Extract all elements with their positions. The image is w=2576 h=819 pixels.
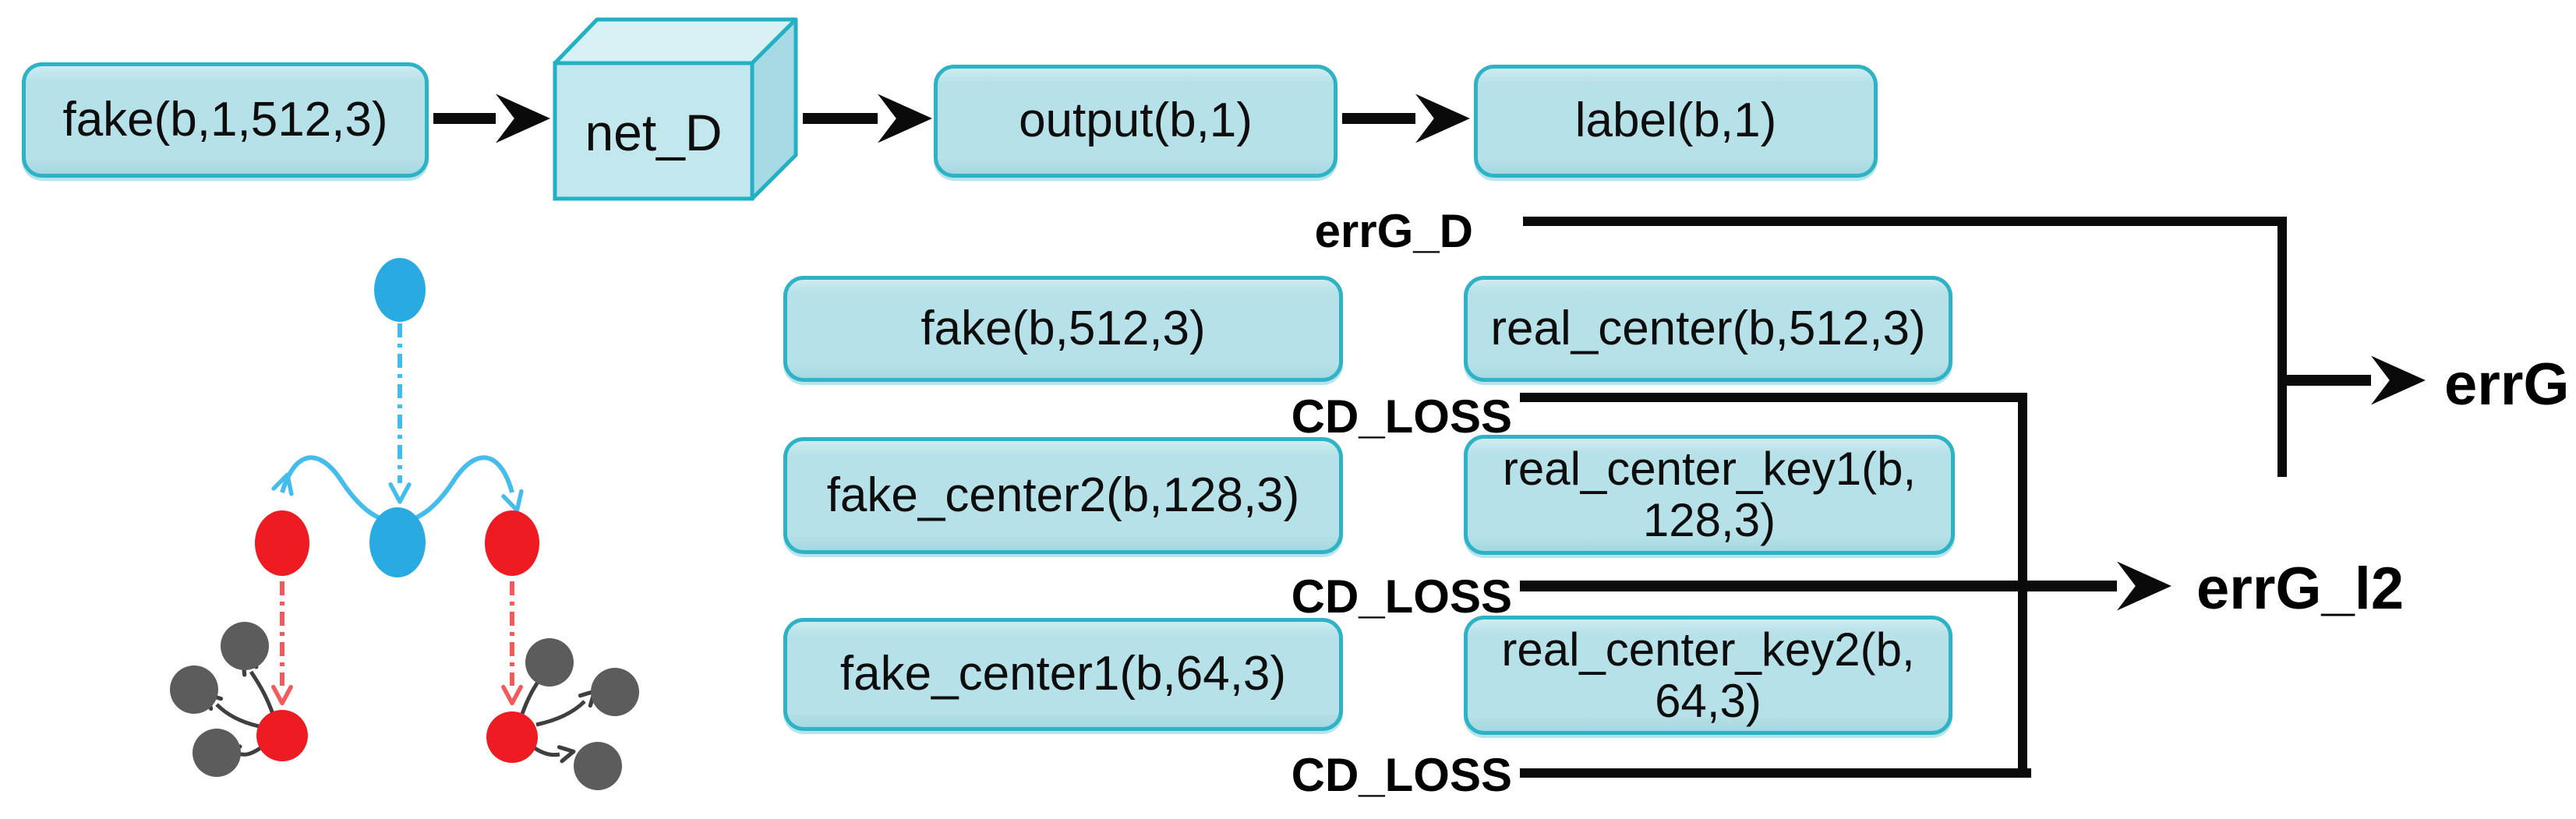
box-real-center-key2: real_center_key2(b, 64,3)	[1464, 616, 1952, 735]
cd-loss-connector	[1520, 393, 2027, 773]
box-label: output(b,1)	[1019, 94, 1253, 148]
flow-arrows	[433, 94, 2426, 611]
box-fake-input: fake(b,1,512,3)	[22, 62, 429, 178]
gray-node-left-bottom	[193, 729, 241, 777]
red-node-low-left	[256, 710, 308, 761]
gray-edge-left-top	[241, 658, 275, 715]
box-label: real_center(b,512,3)	[1490, 301, 1926, 355]
box-label: fake_center2(b,128,3)	[826, 468, 1300, 522]
gray-node-right-bottom	[574, 742, 622, 790]
red-node-low-right	[486, 711, 538, 763]
box-label-b1: label(b,1)	[1474, 65, 1878, 178]
errg-d-connector	[1523, 217, 2287, 477]
gray-edge-right-mid	[535, 689, 597, 727]
box-label: real_center_key1(b, 128,3)	[1502, 443, 1917, 546]
label-errg-d: errG_D	[1314, 205, 1473, 257]
label-cd-loss-3: CD_LOSS	[1291, 749, 1512, 801]
red-node-mid-left	[255, 510, 309, 576]
netd-cube	[553, 17, 798, 201]
gray-node-left-top	[221, 622, 269, 670]
box-label: fake(b,512,3)	[921, 301, 1206, 355]
point-hierarchy-graph	[170, 258, 639, 790]
box-fake-center1: fake_center1(b,64,3)	[783, 618, 1343, 731]
label-cd-loss-2: CD_LOSS	[1291, 570, 1512, 623]
box-fake-512: fake(b,512,3)	[783, 276, 1343, 382]
box-label: fake_center1(b,64,3)	[839, 647, 1287, 701]
gray-node-right-top	[525, 638, 574, 687]
gray-node-right-mid	[591, 668, 639, 716]
box-real-center-key1: real_center_key1(b, 128,3)	[1464, 435, 1955, 555]
red-node-mid-right	[485, 510, 539, 576]
box-output: output(b,1)	[934, 65, 1337, 178]
label-cd-loss-1: CD_LOSS	[1291, 390, 1512, 443]
box-label: real_center_key2(b, 64,3)	[1501, 623, 1915, 727]
gray-edge-left-mid	[204, 692, 260, 729]
box-label: fake(b,1,512,3)	[62, 92, 388, 147]
gray-edge-left-bottom	[223, 744, 262, 762]
netd-cube-front-face	[553, 61, 754, 201]
netd-label: net_D	[585, 104, 723, 161]
box-real-center: real_center(b,512,3)	[1464, 276, 1952, 382]
label-errg: errG	[2444, 351, 2570, 418]
gray-edge-right-bottom	[533, 745, 576, 764]
label-errg-l2: errG_l2	[2196, 556, 2405, 622]
gray-node-left-mid	[170, 665, 218, 714]
blue-node-center	[369, 507, 426, 577]
box-fake-center2: fake_center2(b,128,3)	[783, 437, 1343, 554]
blue-node-root	[374, 258, 426, 322]
box-label: label(b,1)	[1574, 94, 1777, 148]
